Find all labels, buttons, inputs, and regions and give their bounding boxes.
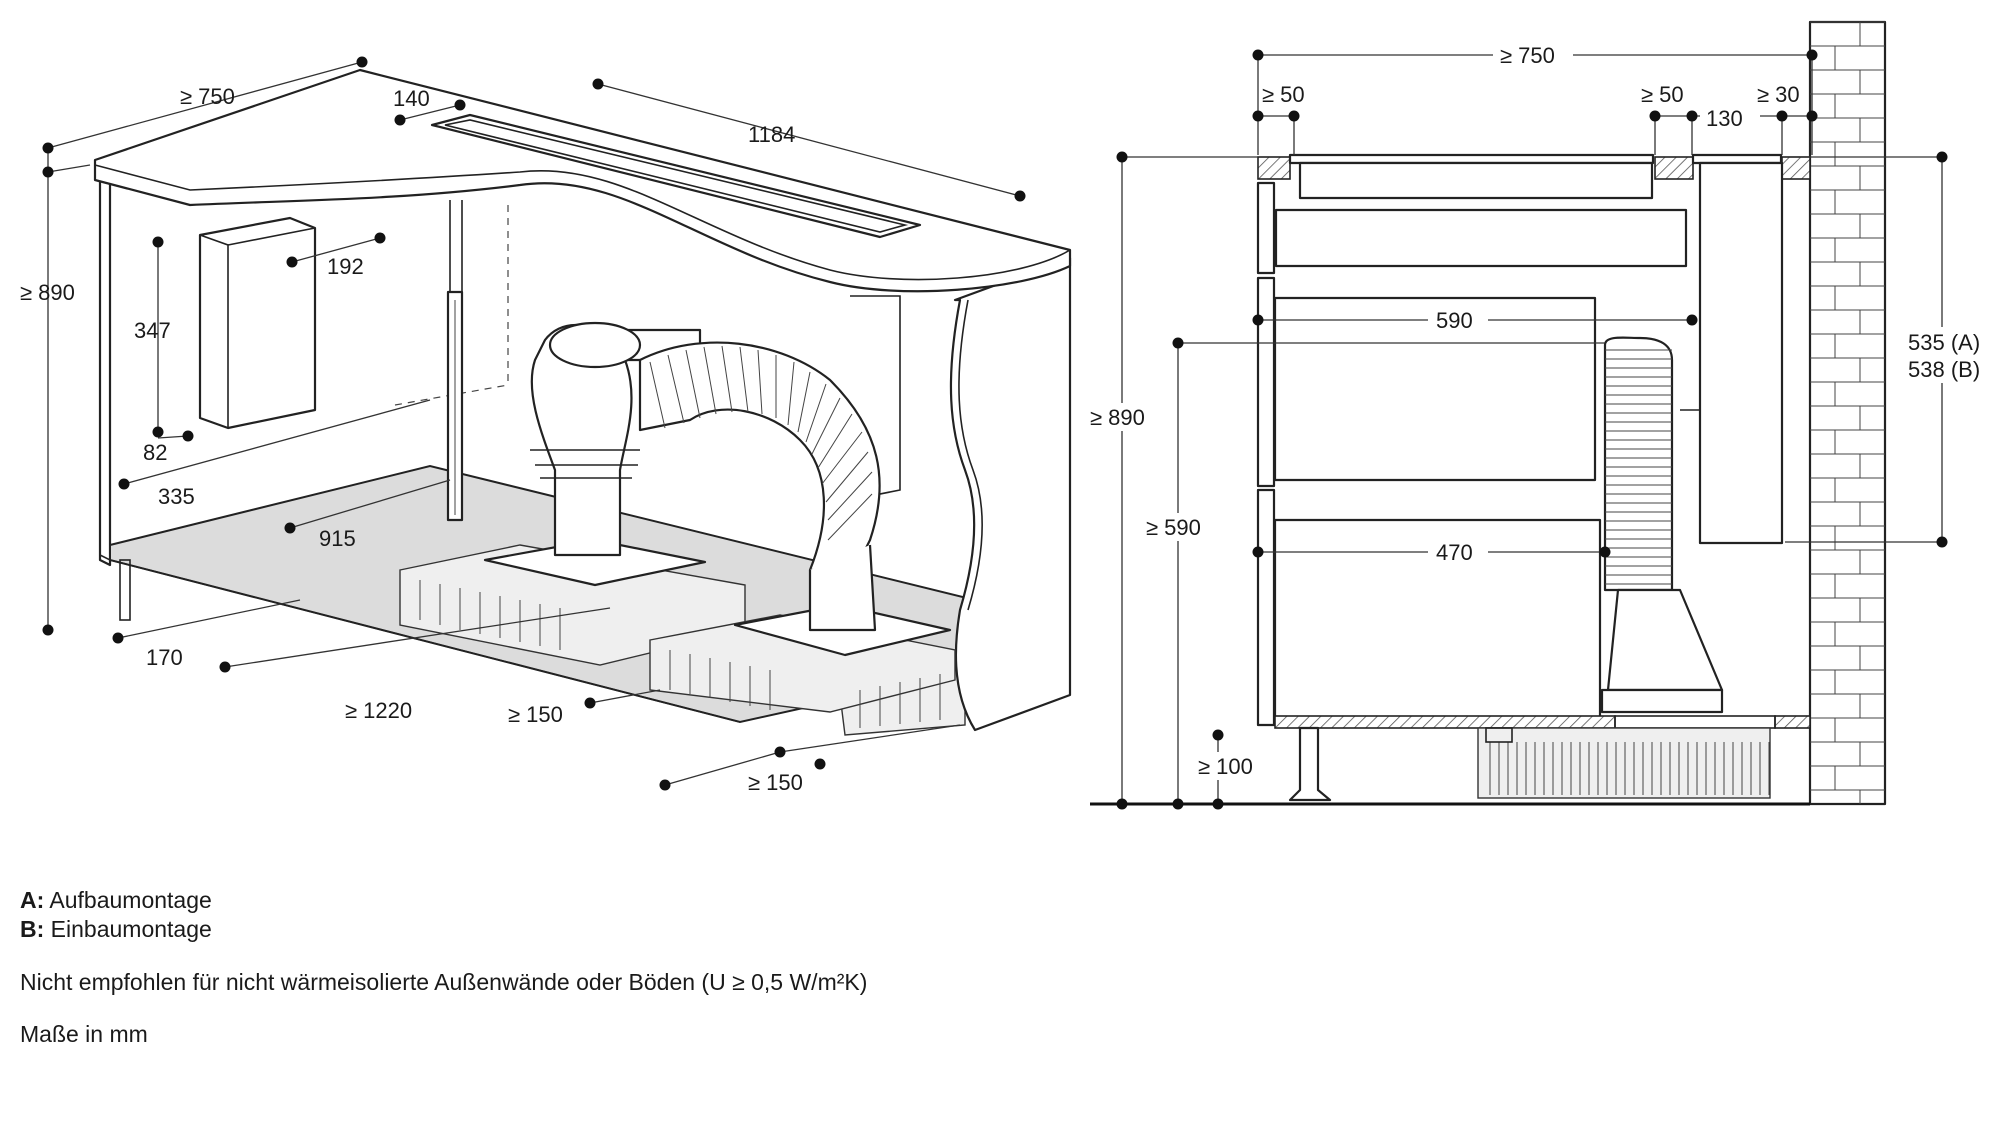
legend-text-a: Aufbaumontage (49, 887, 212, 913)
label-915: 915 (319, 526, 356, 551)
label-150-b: ≥ 150 (748, 770, 803, 795)
insulation-note: Nicht empfohlen für nicht wärmeisolierte… (20, 969, 868, 995)
label-gap-50-left: ≥ 50 (1262, 82, 1305, 107)
label-1220: ≥ 1220 (345, 698, 412, 723)
right-dimension-labels: ≥ 750 ≥ 50 ≥ 50 ≥ 30 130 ≥ 890 ≥ 590 590… (1086, 40, 1988, 830)
label-gap-30: ≥ 30 (1757, 82, 1800, 107)
legend-text-b: Einbaumontage (50, 916, 212, 942)
label-height-890-right: ≥ 890 (1090, 405, 1145, 430)
legend-key-b: B: (20, 916, 45, 942)
perspective-view (93, 68, 1072, 736)
right-dimensions (1116, 49, 1948, 810)
label-depth-750: ≥ 750 (180, 84, 235, 109)
label-535-a: 535 (A) (1908, 330, 1980, 355)
label-vent-length-1184: 1184 (748, 122, 795, 147)
left-dimension-labels: ≥ 750 ≥ 890 140 1184 192 347 82 335 915 … (20, 84, 803, 795)
legend-row-b: B: Einbaumontage (20, 915, 1120, 944)
label-box-82: 82 (143, 440, 167, 465)
label-height-590: ≥ 590 (1146, 515, 1201, 540)
label-130: 130 (1706, 106, 1743, 131)
legend: A: Aufbaumontage B: Einbaumontage Nicht … (20, 886, 1120, 1048)
label-gap-50-right: ≥ 50 (1641, 82, 1684, 107)
label-170: 170 (146, 645, 183, 670)
installation-diagram: ≥ 750 ≥ 890 140 1184 192 347 82 335 915 … (20, 20, 1988, 830)
label-150-a: ≥ 150 (508, 702, 563, 727)
label-depth-590: 590 (1436, 308, 1473, 333)
section-view (1090, 20, 1887, 806)
label-width-750: ≥ 750 (1500, 43, 1555, 68)
label-height-890: ≥ 890 (20, 280, 75, 305)
label-box-depth-192: 192 (327, 254, 364, 279)
label-plinth-100: ≥ 100 (1198, 754, 1253, 779)
label-vent-width-140: 140 (393, 86, 430, 111)
legend-row-a: A: Aufbaumontage (20, 886, 1120, 915)
units-note: Maße in mm (20, 1021, 148, 1047)
left-dimensions (42, 56, 1026, 791)
label-406: 406 (1604, 826, 1641, 830)
label-538-b: 538 (B) (1908, 357, 1980, 382)
label-box-height-347: 347 (134, 318, 171, 343)
label-depth-470: 470 (1436, 540, 1473, 565)
label-335: 335 (158, 484, 195, 509)
legend-key-a: A: (20, 887, 45, 913)
